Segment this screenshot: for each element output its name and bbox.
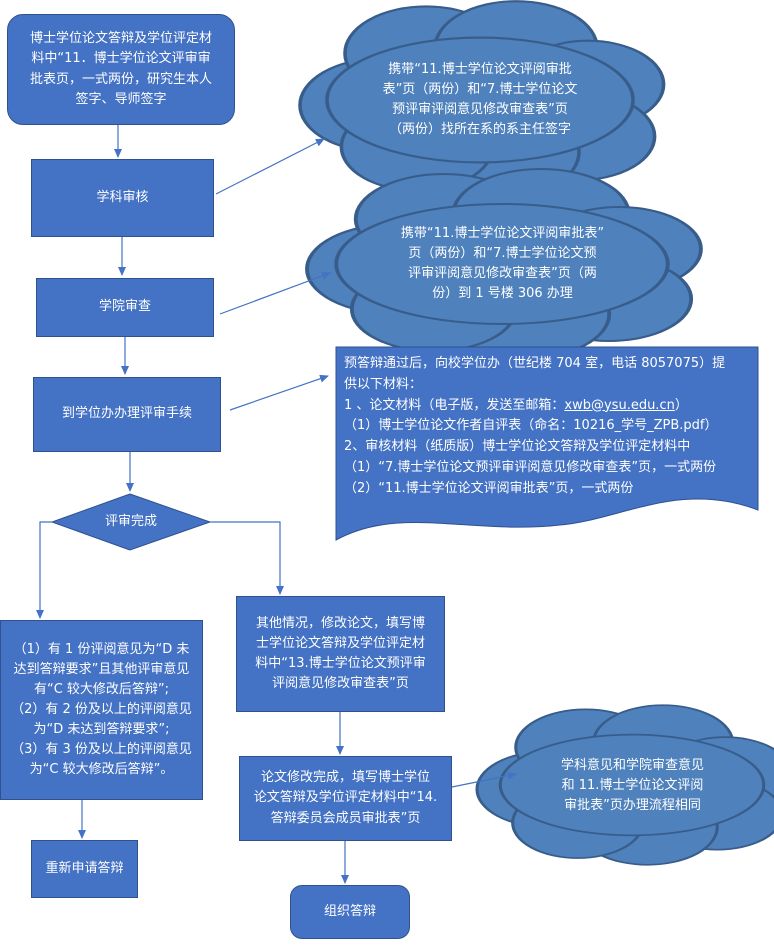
review-done-label: 评审完成 (104, 513, 157, 529)
revision-done-text: 论文修改完成，填写博士学位 论文答辩及学位评定材料中“14. 答辩委员会成员审批… (253, 770, 438, 826)
left-conditions-text: （1）有 1 份评阅意见为“D 未 达到答辩要求”且其他评审意见 有“C 较大修… (11, 641, 192, 778)
subject-review-label: 学科审核 (96, 189, 149, 205)
cloud-1-text: 携带“11.博士学位论文评阅审批 表”页（两份）和“7.博士学位论文 预评审评阅… (382, 61, 578, 138)
note-shape (335, 346, 759, 541)
left-conditions-node: （1）有 1 份评阅意见为“D 未 达到答辩要求”且其他评审意见 有“C 较大修… (0, 620, 203, 800)
other-cases-text: 其他情况，修改论文，填写博 士学位论文答辩及学位评定材 料中“13.博士学位论文… (255, 615, 426, 692)
start-node-text: 博士学位论文答辩及学位评定材 料中“11．博士学位论文评审审 批表页，一式两份，… (29, 31, 212, 107)
reapply-node: 重新申请答辩 (31, 840, 138, 898)
college-review-label: 学院审查 (98, 299, 151, 315)
flow-arrows (36, 125, 517, 884)
note-line-3: 1 、论文材料（电子版，发送至邮箱：xwb@ysu.edu.cn） (344, 397, 688, 413)
other-cases-node: 其他情况，修改论文，填写博 士学位论文答辩及学位评定材 料中“13.博士学位论文… (236, 596, 445, 712)
revision-done-node: 论文修改完成，填写博士学位 论文答辩及学位评定材料中“14. 答辩委员会成员审批… (239, 756, 452, 841)
note-line-2: 供以下材料： (344, 376, 423, 392)
note-line-4: （1）博士学位论文作者自评表（命名：10216_学号_ZPB.pdf） (344, 418, 718, 434)
note-line-7: （2）“11.博士学位论文评阅审批表”页，一式两份 (344, 480, 634, 496)
start-node: 博士学位论文答辩及学位评定材 料中“11．博士学位论文评审审 批表页，一式两份，… (7, 14, 235, 125)
organize-defense-label: 组织答辩 (323, 903, 376, 919)
review-done-diamond (50, 493, 212, 551)
review-done-node: 评审完成 (52, 494, 210, 550)
college-review-node: 学院审查 (36, 278, 214, 337)
office-procedure-node: 到学位办办理评审手续 (33, 377, 221, 452)
cloud-3-text: 学科意见和学院审查意见 和 11.博士学位论文评阅 审批表”页办理流程相同 (560, 757, 704, 814)
note-text: 预答辩通过后，向校学位办（世纪楼 704 室，电话 8057075）提 供以下材… (344, 354, 754, 500)
subject-review-node: 学科审核 (31, 159, 214, 237)
note-line-1: 预答辩通过后，向校学位办（世纪楼 704 室，电话 8057075）提 (344, 356, 726, 371)
cloud-2-text: 携带“11.博士学位论文评阅审批表” 页（两份）和“7.博士学位论文预 评审评阅… (400, 225, 605, 302)
organize-defense-node: 组织答辩 (290, 885, 410, 939)
office-procedure-label: 到学位办办理评审手续 (61, 406, 192, 422)
reapply-label: 重新申请答辩 (45, 860, 124, 876)
note-line-5: 2、审核材料（纸质版）博士学位论文答辩及学位评定材料中 (344, 439, 691, 455)
note-line-6: （1）“7.博士学位论文预评审评阅意见修改审查表”页，一式两份 (344, 459, 717, 475)
email-link[interactable]: xwb@ysu.edu.cn (564, 397, 675, 413)
